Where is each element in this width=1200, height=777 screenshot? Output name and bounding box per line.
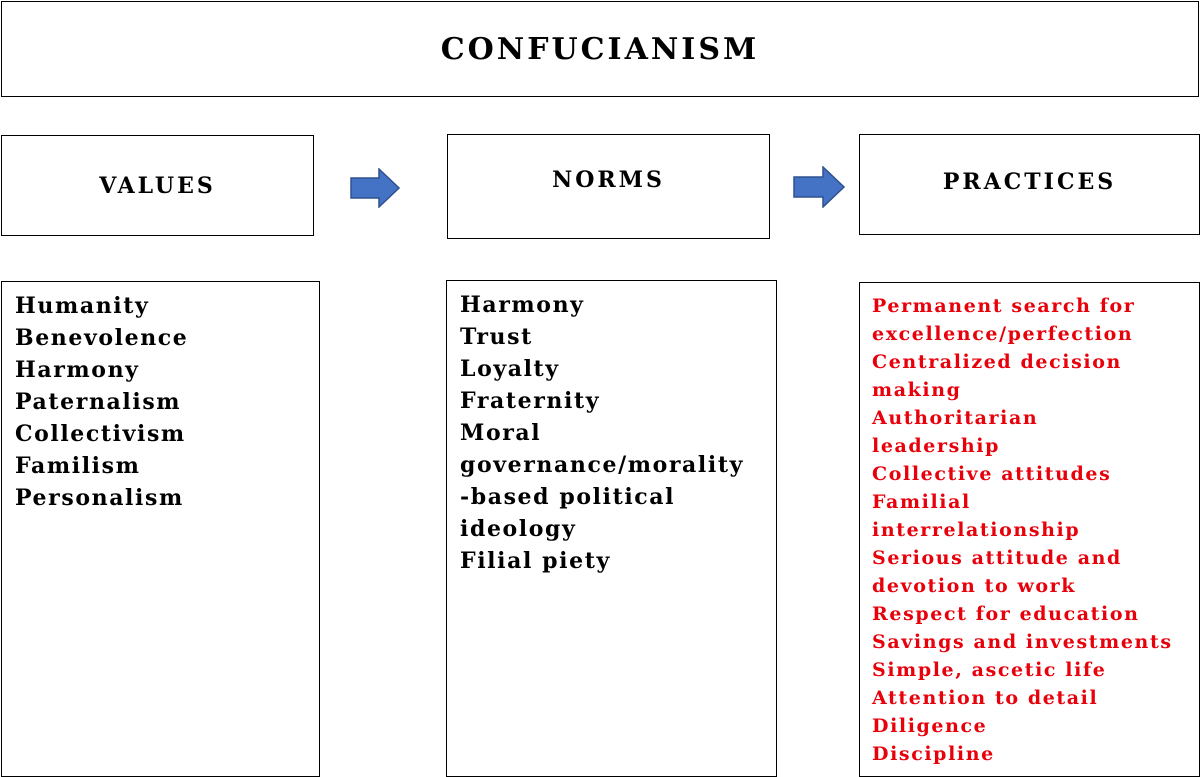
practice-item: Familial: [872, 491, 971, 513]
practice-item: Authoritarian: [872, 407, 1039, 429]
norms-heading-box: NORMS: [447, 134, 770, 239]
title-box: CONFUCIANISM: [1, 1, 1199, 97]
practice-item: Respect for education: [872, 603, 1140, 625]
norm-item: Filial piety: [460, 548, 611, 574]
practices-list-box: Permanent search for excellence/perfectio…: [859, 282, 1200, 777]
norm-item: Fraternity: [460, 388, 601, 414]
practice-item: making: [872, 379, 962, 401]
values-heading: VALUES: [99, 172, 216, 199]
practice-item: leadership: [872, 435, 1001, 457]
practice-item: Diligence: [872, 715, 988, 737]
norm-item: governance/morality: [460, 452, 744, 478]
value-item: Paternalism: [15, 389, 182, 415]
practice-item: excellence/perfection: [872, 323, 1134, 345]
norm-item: ideology: [460, 516, 577, 542]
norms-heading: NORMS: [552, 166, 665, 193]
norm-item: -based political: [460, 484, 676, 510]
practice-item: Savings and investments: [872, 631, 1173, 653]
value-item: Collectivism: [15, 421, 186, 447]
practice-item: Discipline: [872, 743, 995, 765]
diagram-title: CONFUCIANISM: [440, 31, 760, 67]
value-item: Benevolence: [15, 325, 189, 351]
value-item: Personalism: [15, 485, 184, 511]
arrow-shape: [793, 166, 845, 208]
right-arrow-icon: [350, 168, 400, 208]
practice-item: interrelationship: [872, 519, 1081, 541]
practices-heading-box: PRACTICES: [859, 134, 1200, 235]
right-arrow-icon: [793, 166, 845, 208]
practices-list: Permanent search for excellence/perfectio…: [872, 292, 1173, 768]
practice-item: devotion to work: [872, 575, 1077, 597]
practice-item: Centralized decision: [872, 351, 1122, 373]
arrow-shape: [350, 168, 400, 208]
value-item: Familism: [15, 453, 141, 479]
norm-item: Trust: [460, 324, 533, 350]
practice-item: Collective attitudes: [872, 463, 1112, 485]
practice-item: Simple, ascetic life: [872, 659, 1107, 681]
value-item: Harmony: [15, 357, 140, 383]
practice-item: Serious attitude and: [872, 547, 1122, 569]
values-heading-box: VALUES: [1, 135, 314, 236]
practice-item: Permanent search for: [872, 295, 1136, 317]
norm-item: Loyalty: [460, 356, 560, 382]
practices-heading: PRACTICES: [942, 168, 1117, 195]
norm-item: Moral: [460, 420, 542, 446]
practice-item: Attention to detail: [872, 687, 1099, 709]
norm-item: Harmony: [460, 292, 585, 318]
value-item: Humanity: [15, 293, 150, 319]
